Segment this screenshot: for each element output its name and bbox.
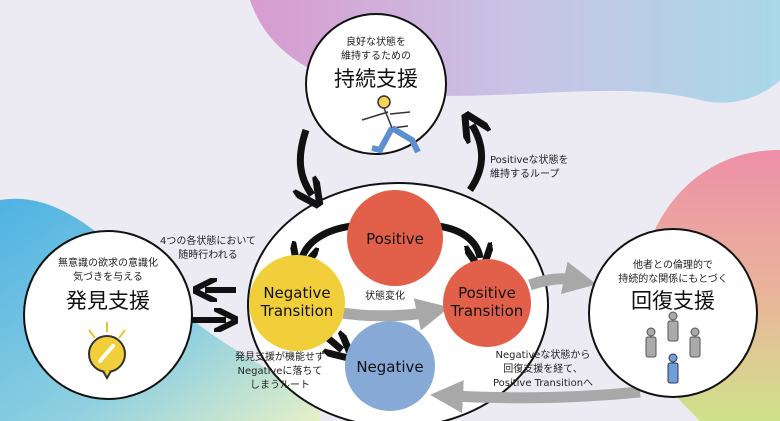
lightbulb-idea-icon xyxy=(88,322,126,381)
loop-label-2: 維持するループ xyxy=(490,167,559,180)
arrow-recovery-to-negative xyxy=(430,380,641,414)
arrow-positive-to-negtrans xyxy=(302,222,353,258)
arrow-positive-to-postrans xyxy=(437,222,480,258)
sustain-title: 持続支援 xyxy=(334,67,418,91)
recovery-title: 回復支援 xyxy=(631,289,715,313)
people-group-icon xyxy=(645,311,701,384)
sustain-support-circle xyxy=(305,13,447,155)
discovery-sub-2: 気づきを与える xyxy=(73,270,143,283)
recover-route-label-2: 回復支援を経て、 xyxy=(503,362,583,375)
fail-route-label-3: しまうルート xyxy=(250,379,310,391)
loop-arrow-down xyxy=(300,128,312,195)
recovery-sub-2: 持続的な関係にもとづく xyxy=(618,272,727,285)
fail-route-label-2: Negativeに落ちて xyxy=(238,365,323,377)
discovery-support-circle xyxy=(23,230,193,400)
discovery-title: 発見支援 xyxy=(66,289,150,313)
state-change-label: 状態変化 xyxy=(365,289,405,302)
arrow-to-recovery xyxy=(528,261,597,295)
loop-label-1: Positiveな状態を xyxy=(490,153,569,166)
recover-route-label-3: Positive Transitionへ xyxy=(493,378,593,389)
state-negative xyxy=(345,321,435,411)
anytime-label-1: 4つの各状態において xyxy=(160,234,256,247)
state-positive-transition-label-2: Transition xyxy=(450,302,524,320)
state-negative-transition-label-2: Transition xyxy=(260,302,334,320)
sustain-sub-1: 良好な状態を xyxy=(346,35,406,48)
recovery-sub-1: 他者との倫理的で xyxy=(633,258,713,271)
running-person-icon xyxy=(361,95,421,154)
sustain-sub-2: 維持するための xyxy=(341,49,411,62)
arrow-state-change xyxy=(335,298,450,331)
state-positive-label: Positive xyxy=(366,230,424,248)
fail-route-label-1: 発見支援が機能せず xyxy=(235,350,325,363)
discovery-sub-1: 無意識の欲求の意識化 xyxy=(58,256,158,269)
state-negative-transition xyxy=(249,255,345,351)
state-positive-transition xyxy=(443,259,531,347)
state-negative-label: Negative xyxy=(356,358,423,376)
state-negative-transition-label-1: Negative xyxy=(263,284,330,302)
state-positive-transition-label-1: Positive xyxy=(458,284,516,302)
recover-route-label-1: Negativeな状態から xyxy=(496,348,591,361)
state-positive xyxy=(347,190,443,286)
loop-arrow-up xyxy=(470,125,482,193)
anytime-label-2: 随時行われる xyxy=(178,248,238,261)
